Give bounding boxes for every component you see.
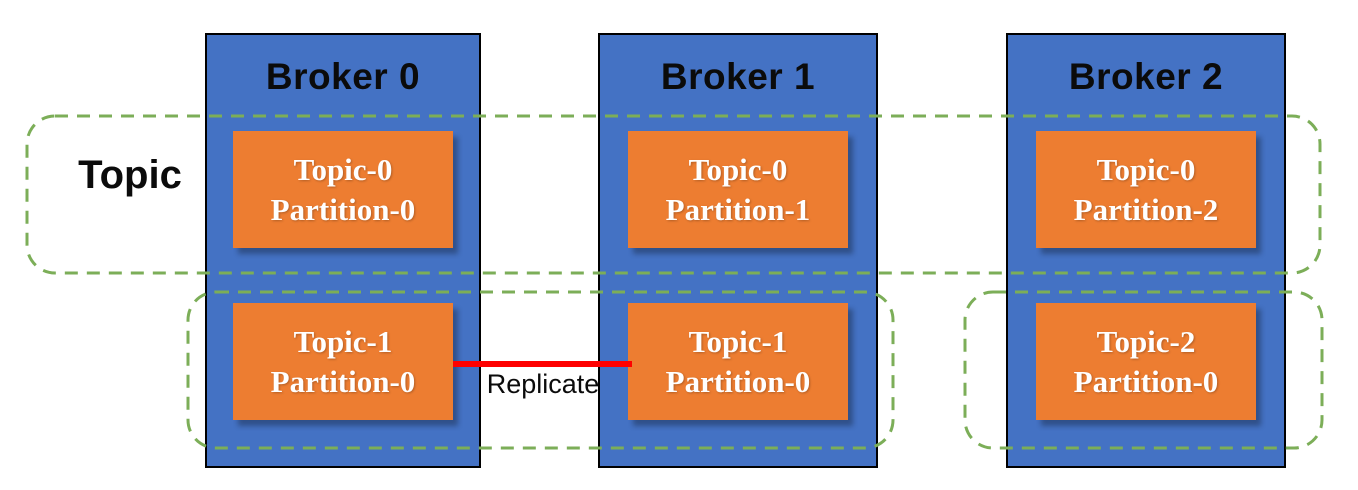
partition-topic-line: Topic-0 (293, 151, 393, 187)
broker-1-box: Broker 1 Topic-0 Partition-1 Topic-1 Par… (598, 33, 878, 468)
partition-number-line: Partition-0 (665, 363, 811, 399)
partition-broker2-topic2-p0: Topic-2 Partition-0 (1036, 303, 1256, 420)
broker-0-title: Broker 0 (265, 56, 421, 97)
partition-number-line: Partition-0 (1073, 363, 1219, 399)
topic-group-label: Topic (78, 153, 182, 197)
partition-topic-line: Topic-1 (293, 323, 393, 359)
partition-broker2-topic0-p2: Topic-0 Partition-2 (1036, 131, 1256, 248)
partition-topic-line: Topic-1 (688, 323, 788, 359)
replicate-label: Replicate (486, 369, 600, 399)
partition-broker1-topic1-p0: Topic-1 Partition-0 (628, 303, 848, 420)
partition-topic-line: Topic-0 (1096, 151, 1196, 187)
partition-broker0-topic0-p0: Topic-0 Partition-0 (233, 131, 453, 248)
partition-number-line: Partition-1 (665, 191, 811, 227)
partition-number-line: Partition-0 (270, 191, 416, 227)
broker-2-title: Broker 2 (1068, 56, 1224, 97)
partition-number-line: Partition-0 (270, 363, 416, 399)
partition-number-line: Partition-2 (1073, 191, 1219, 227)
partition-topic-line: Topic-0 (688, 151, 788, 187)
broker-2-box: Broker 2 Topic-0 Partition-2 Topic-2 Par… (1006, 33, 1286, 468)
broker-0-box: Broker 0 Topic-0 Partition-0 Topic-1 Par… (205, 33, 481, 468)
partition-broker0-topic1-p0: Topic-1 Partition-0 (233, 303, 453, 420)
partition-topic-line: Topic-2 (1096, 323, 1196, 359)
partition-broker1-topic0-p1: Topic-0 Partition-1 (628, 131, 848, 248)
broker-1-title: Broker 1 (660, 56, 816, 97)
